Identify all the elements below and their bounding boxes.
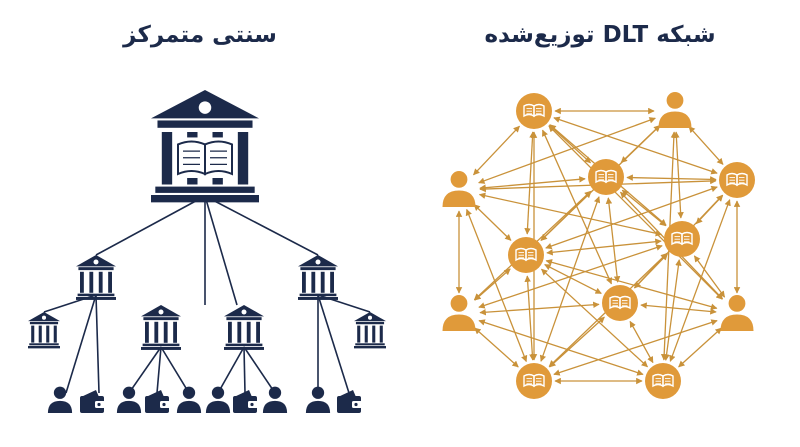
ledger-book-icon — [523, 103, 545, 118]
user-icon — [442, 295, 476, 331]
network-link — [541, 268, 648, 368]
network-link — [693, 255, 726, 298]
ledger-book-icon — [177, 140, 233, 176]
user-icon — [442, 171, 476, 207]
ledger-node — [516, 93, 552, 129]
user-icon — [658, 92, 692, 128]
network-link — [634, 253, 668, 289]
network-link — [553, 319, 718, 376]
network-link — [524, 275, 536, 361]
ledger-node — [602, 285, 638, 321]
wallet-icon — [233, 390, 258, 413]
central-bank-icon — [151, 90, 259, 203]
ledger-book-icon — [595, 169, 617, 184]
network-link — [478, 117, 656, 184]
network-link — [605, 197, 621, 283]
hierarchy-link — [243, 346, 246, 394]
network-link — [673, 131, 684, 219]
network-link — [473, 125, 520, 176]
bank-icon — [354, 312, 386, 349]
user-icon — [176, 386, 202, 413]
hierarchy-link — [317, 294, 350, 394]
network-link — [474, 327, 519, 368]
network-link — [640, 302, 717, 315]
wallet-icon — [145, 390, 170, 413]
ledger-book-icon — [609, 295, 631, 310]
wallet-icon — [337, 390, 362, 413]
ledger-book-icon — [515, 247, 537, 262]
ledger-node — [508, 237, 544, 273]
network-link — [479, 301, 600, 316]
ledger-node — [516, 363, 552, 399]
ledger-node — [664, 221, 700, 257]
hierarchy-link — [128, 346, 162, 394]
hierarchy-link — [243, 346, 276, 394]
ledger-node — [588, 159, 624, 195]
user-icon — [720, 295, 754, 331]
network-link — [473, 204, 512, 241]
user-icon — [305, 386, 331, 413]
ledger-node — [719, 162, 755, 198]
user-icon — [262, 386, 288, 413]
bank-icon — [28, 312, 60, 349]
network-link — [548, 125, 723, 300]
ledger-book-icon — [726, 172, 748, 187]
network-link — [688, 126, 724, 165]
hierarchy-link — [204, 195, 238, 306]
hierarchy-links — [43, 195, 371, 394]
bank-icon — [298, 255, 338, 300]
user-icon — [205, 386, 231, 413]
centralized-title: سنتی متمرکز — [123, 22, 277, 48]
wallet-icon — [80, 390, 105, 413]
user-icon — [116, 386, 142, 413]
distributed-network — [442, 92, 755, 399]
network-link — [478, 319, 644, 376]
network-link — [539, 196, 601, 362]
hierarchy-link — [160, 346, 190, 394]
network-link — [478, 192, 663, 237]
hierarchy-link — [95, 294, 100, 394]
ledger-node — [645, 363, 681, 399]
bank-icon — [141, 305, 181, 350]
hierarchy-link — [217, 346, 245, 394]
ledger-book-icon — [523, 373, 545, 388]
ledger-book-icon — [652, 373, 674, 388]
hierarchy-link — [156, 346, 162, 394]
network-link — [678, 327, 722, 368]
network-link — [540, 191, 592, 241]
user-icon — [47, 386, 73, 413]
hierarchy-link — [204, 195, 319, 256]
hierarchy-link — [95, 195, 206, 256]
hierarchy-link — [65, 294, 97, 394]
distributed-title: شبکه DLT توزیع‌شده — [484, 22, 716, 48]
ledger-book-icon — [671, 231, 693, 246]
bank-icon — [224, 305, 264, 350]
network-link — [629, 320, 654, 364]
bank-icon — [76, 255, 116, 300]
network-link — [465, 208, 528, 363]
centralized-hierarchy — [28, 90, 386, 413]
